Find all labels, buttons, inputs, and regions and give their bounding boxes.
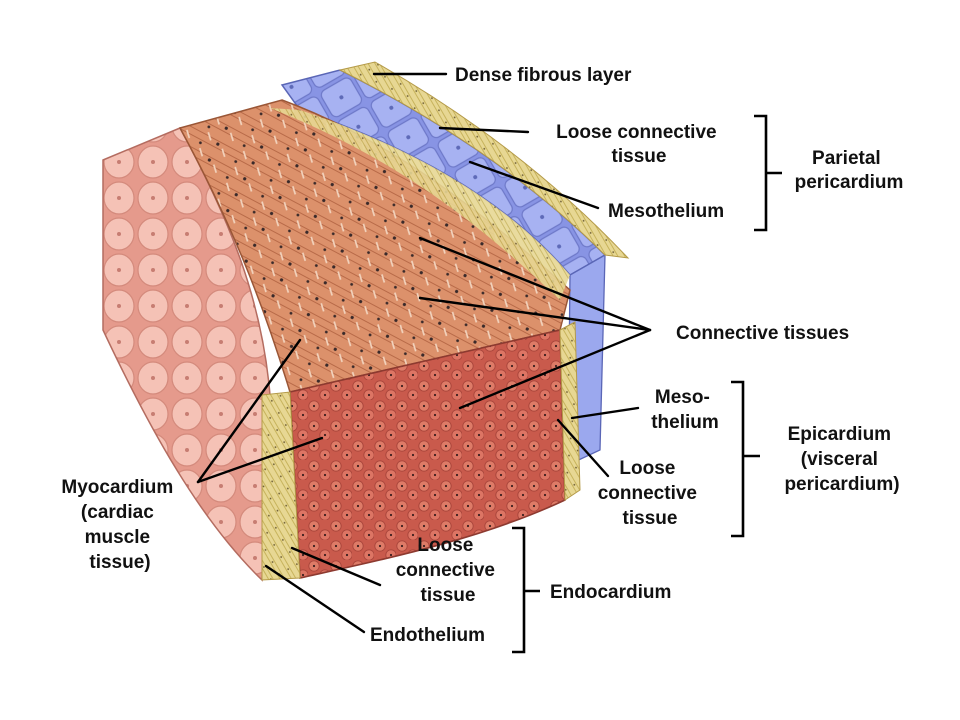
tissue-block-illustration (102, 61, 630, 582)
label-mesothelium-top: Mesothelium (608, 201, 724, 222)
leader-loose-top (438, 126, 530, 134)
label-myocardium: Myocardium (cardiac muscle tissue) (61, 477, 178, 573)
leader-loose-mid (556, 418, 610, 478)
endocardium-connective-edge (261, 391, 301, 581)
labels: Dense fibrous layer Loose connective tis… (61, 65, 903, 646)
label-endocardium: Endocardium (550, 582, 671, 603)
epicardium-side-edge (559, 321, 581, 501)
dense-fibrous-layer-strip (338, 61, 630, 259)
label-loose-connective-top: Loose connective tissue (556, 122, 722, 167)
label-loose-connective-mid: Loose connective tissue (598, 458, 703, 529)
leader-connective-1 (418, 236, 652, 332)
leader-connective-3 (458, 328, 652, 410)
endocardium-bracket (512, 526, 540, 654)
label-loose-connective-bottom: Loose connective tissue (396, 535, 501, 606)
leader-myocardium-2 (196, 436, 324, 484)
label-parietal-pericardium: Parietal pericardium (795, 148, 904, 193)
label-connective-tissues: Connective tissues (676, 323, 849, 344)
leader-mesothelium-top (468, 160, 600, 210)
label-meso-thelium: Meso- thelium (651, 387, 719, 433)
leader-connective-2 (418, 296, 652, 332)
epicardium-band (270, 108, 570, 300)
epicardium-bracket (731, 380, 760, 538)
label-endothelium: Endothelium (370, 625, 485, 646)
leader-loose-bottom (290, 546, 382, 587)
leader-meso-thelium (570, 406, 640, 420)
leader-myocardium-1 (196, 338, 302, 484)
leader-lines (196, 72, 652, 634)
label-epicardium: Epicardium (visceral pericardium) (784, 424, 899, 495)
parietal-bracket (754, 114, 782, 232)
leader-endothelium (264, 564, 366, 634)
label-dense-fibrous-layer: Dense fibrous layer (455, 65, 632, 86)
brackets (512, 114, 782, 654)
